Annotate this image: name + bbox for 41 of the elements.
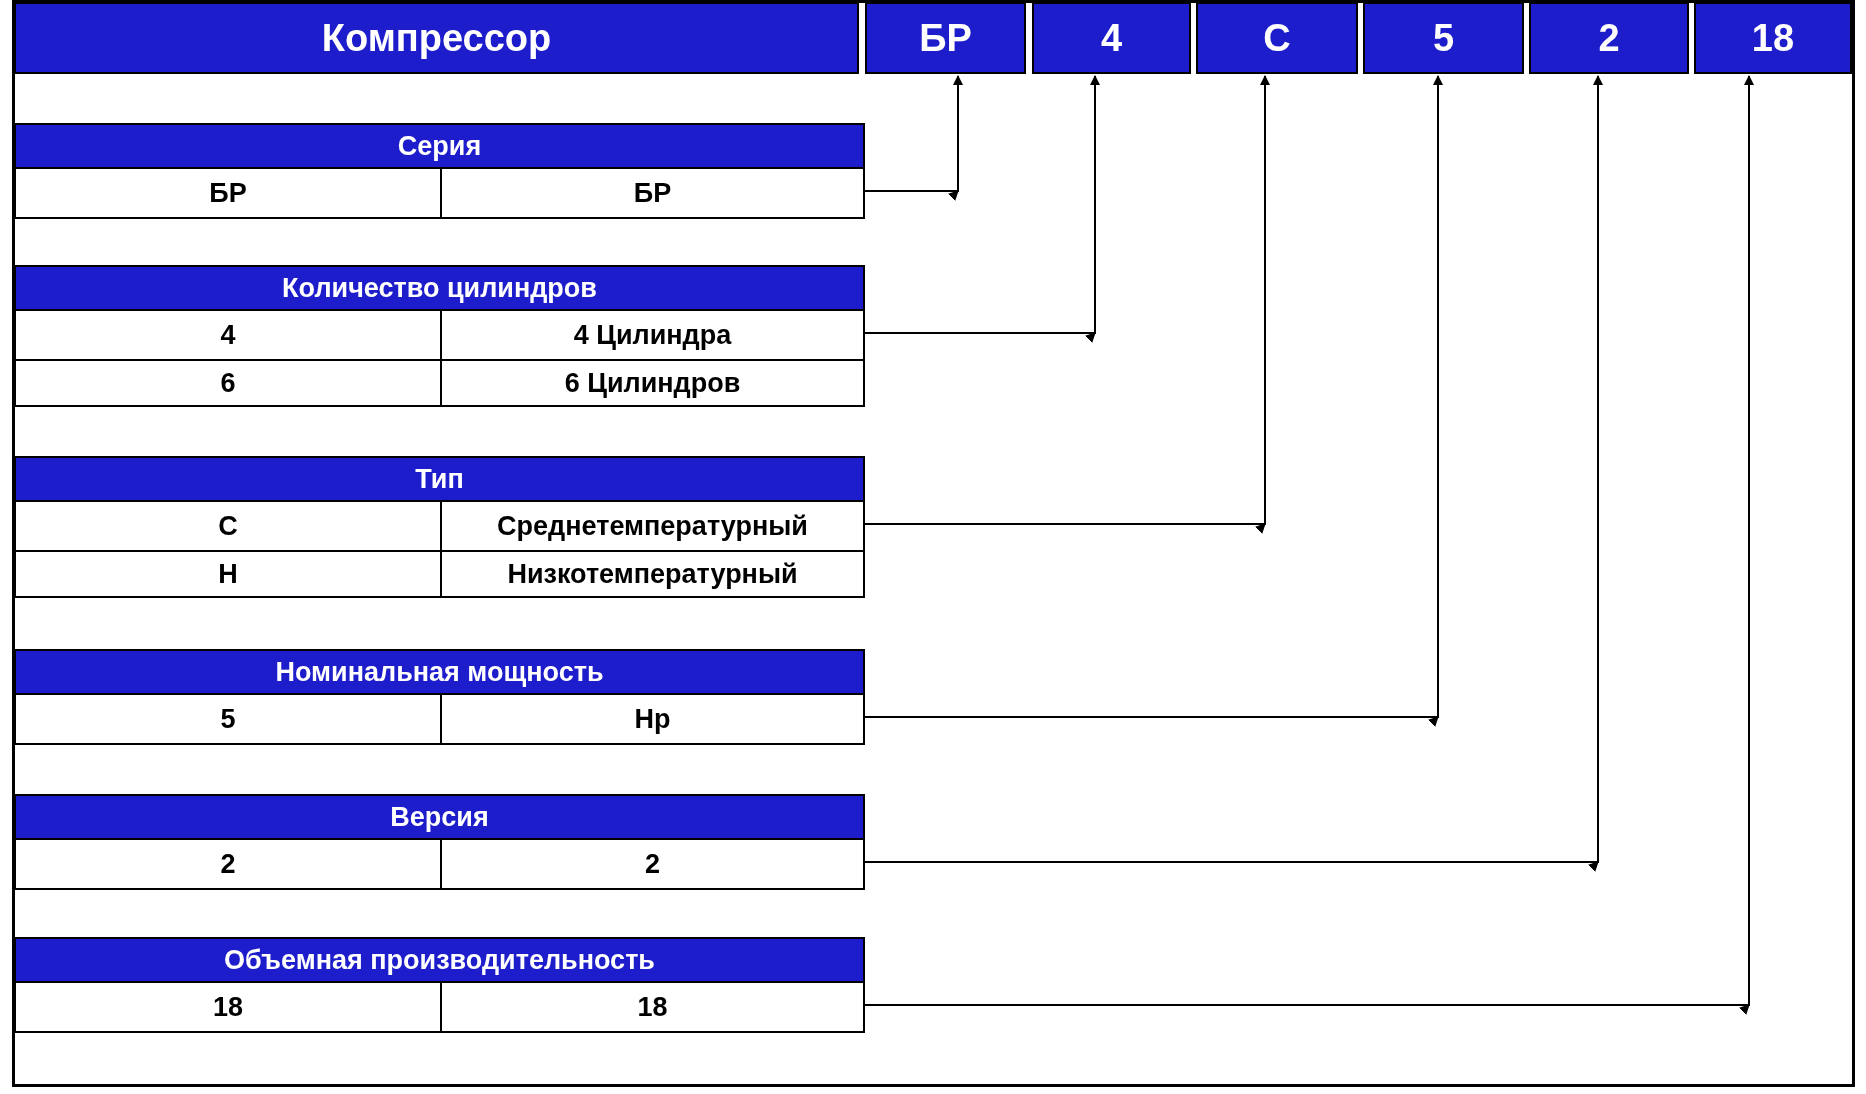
code-table — [14, 265, 865, 407]
table-header: Версия — [16, 796, 863, 840]
header-cell: 5 — [1363, 2, 1524, 74]
arrow — [864, 75, 1603, 872]
table-cell: 6 — [16, 361, 442, 405]
table-cell-text: 4 Цилиндра — [572, 318, 733, 352]
arrow — [864, 75, 1754, 1015]
header-cell: С — [1196, 2, 1358, 74]
table-cell-text: Среднетемпературный — [496, 509, 809, 543]
code-table — [14, 456, 865, 598]
header-cell: БР — [865, 2, 1026, 74]
code-table — [14, 937, 865, 1033]
table-cell-text: 6 Цилиндров — [563, 366, 742, 400]
table-cell: 2 — [16, 840, 442, 888]
table-header: Номинальная мощность — [16, 651, 863, 695]
arrow — [864, 75, 963, 201]
code-table — [14, 794, 865, 890]
table-cell-text: 18 — [636, 990, 669, 1024]
header-cell: 18 — [1694, 2, 1852, 74]
table-cell-text: Нр — [633, 702, 672, 736]
arrow — [864, 75, 1100, 343]
table-cell-text: 2 — [644, 847, 661, 881]
table-header: Количество цилиндров — [16, 267, 863, 311]
table-cell: БР — [16, 169, 442, 217]
table-cell: Н — [16, 552, 442, 596]
table-header: Объемная производительность — [16, 939, 863, 983]
table-cell: 5 — [16, 695, 442, 743]
code-table — [14, 649, 865, 745]
table-cell-text: БР — [632, 176, 673, 210]
table-cell-text: Низкотемпературный — [506, 557, 799, 591]
arrow — [864, 75, 1443, 727]
table-cell: 4 — [16, 311, 442, 359]
arrow — [864, 75, 1270, 534]
table-cell: 18 — [16, 983, 442, 1031]
table-header: Серия — [16, 125, 863, 169]
header-cell: 2 — [1529, 2, 1689, 74]
header-cell: 4 — [1032, 2, 1191, 74]
header-cell: Компрессор — [14, 2, 859, 74]
code-table — [14, 123, 865, 219]
table-cell: С — [16, 502, 442, 550]
table-header: Тип — [16, 458, 863, 502]
